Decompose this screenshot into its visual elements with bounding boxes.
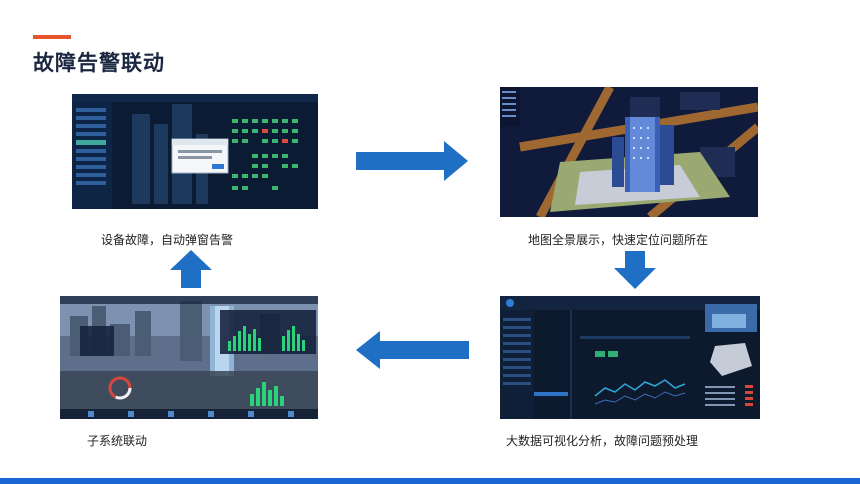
caption-big-data: 大数据可视化分析，故障问题预处理: [506, 434, 699, 448]
bottom-accent-bar: [0, 478, 860, 484]
caption-map-locate: 地图全景展示，快速定位问题所在: [528, 233, 709, 247]
screenshot-subsystem: [60, 296, 318, 419]
arrow-left-icon: [356, 331, 469, 369]
screenshot-alarm-popup: [72, 94, 318, 209]
caption-subsystem: 子系统联动: [87, 434, 148, 448]
caption-alarm-popup: 设备故障，自动弹窗告警: [101, 233, 234, 247]
arrow-up-icon: [170, 250, 212, 288]
arrow-down-icon: [614, 251, 656, 289]
arrow-right-icon: [356, 141, 468, 181]
title-accent-bar: [33, 35, 71, 39]
screenshot-map-locate: [500, 87, 758, 217]
page-title: 故障告警联动: [33, 51, 165, 75]
screenshot-big-data: [500, 296, 760, 419]
